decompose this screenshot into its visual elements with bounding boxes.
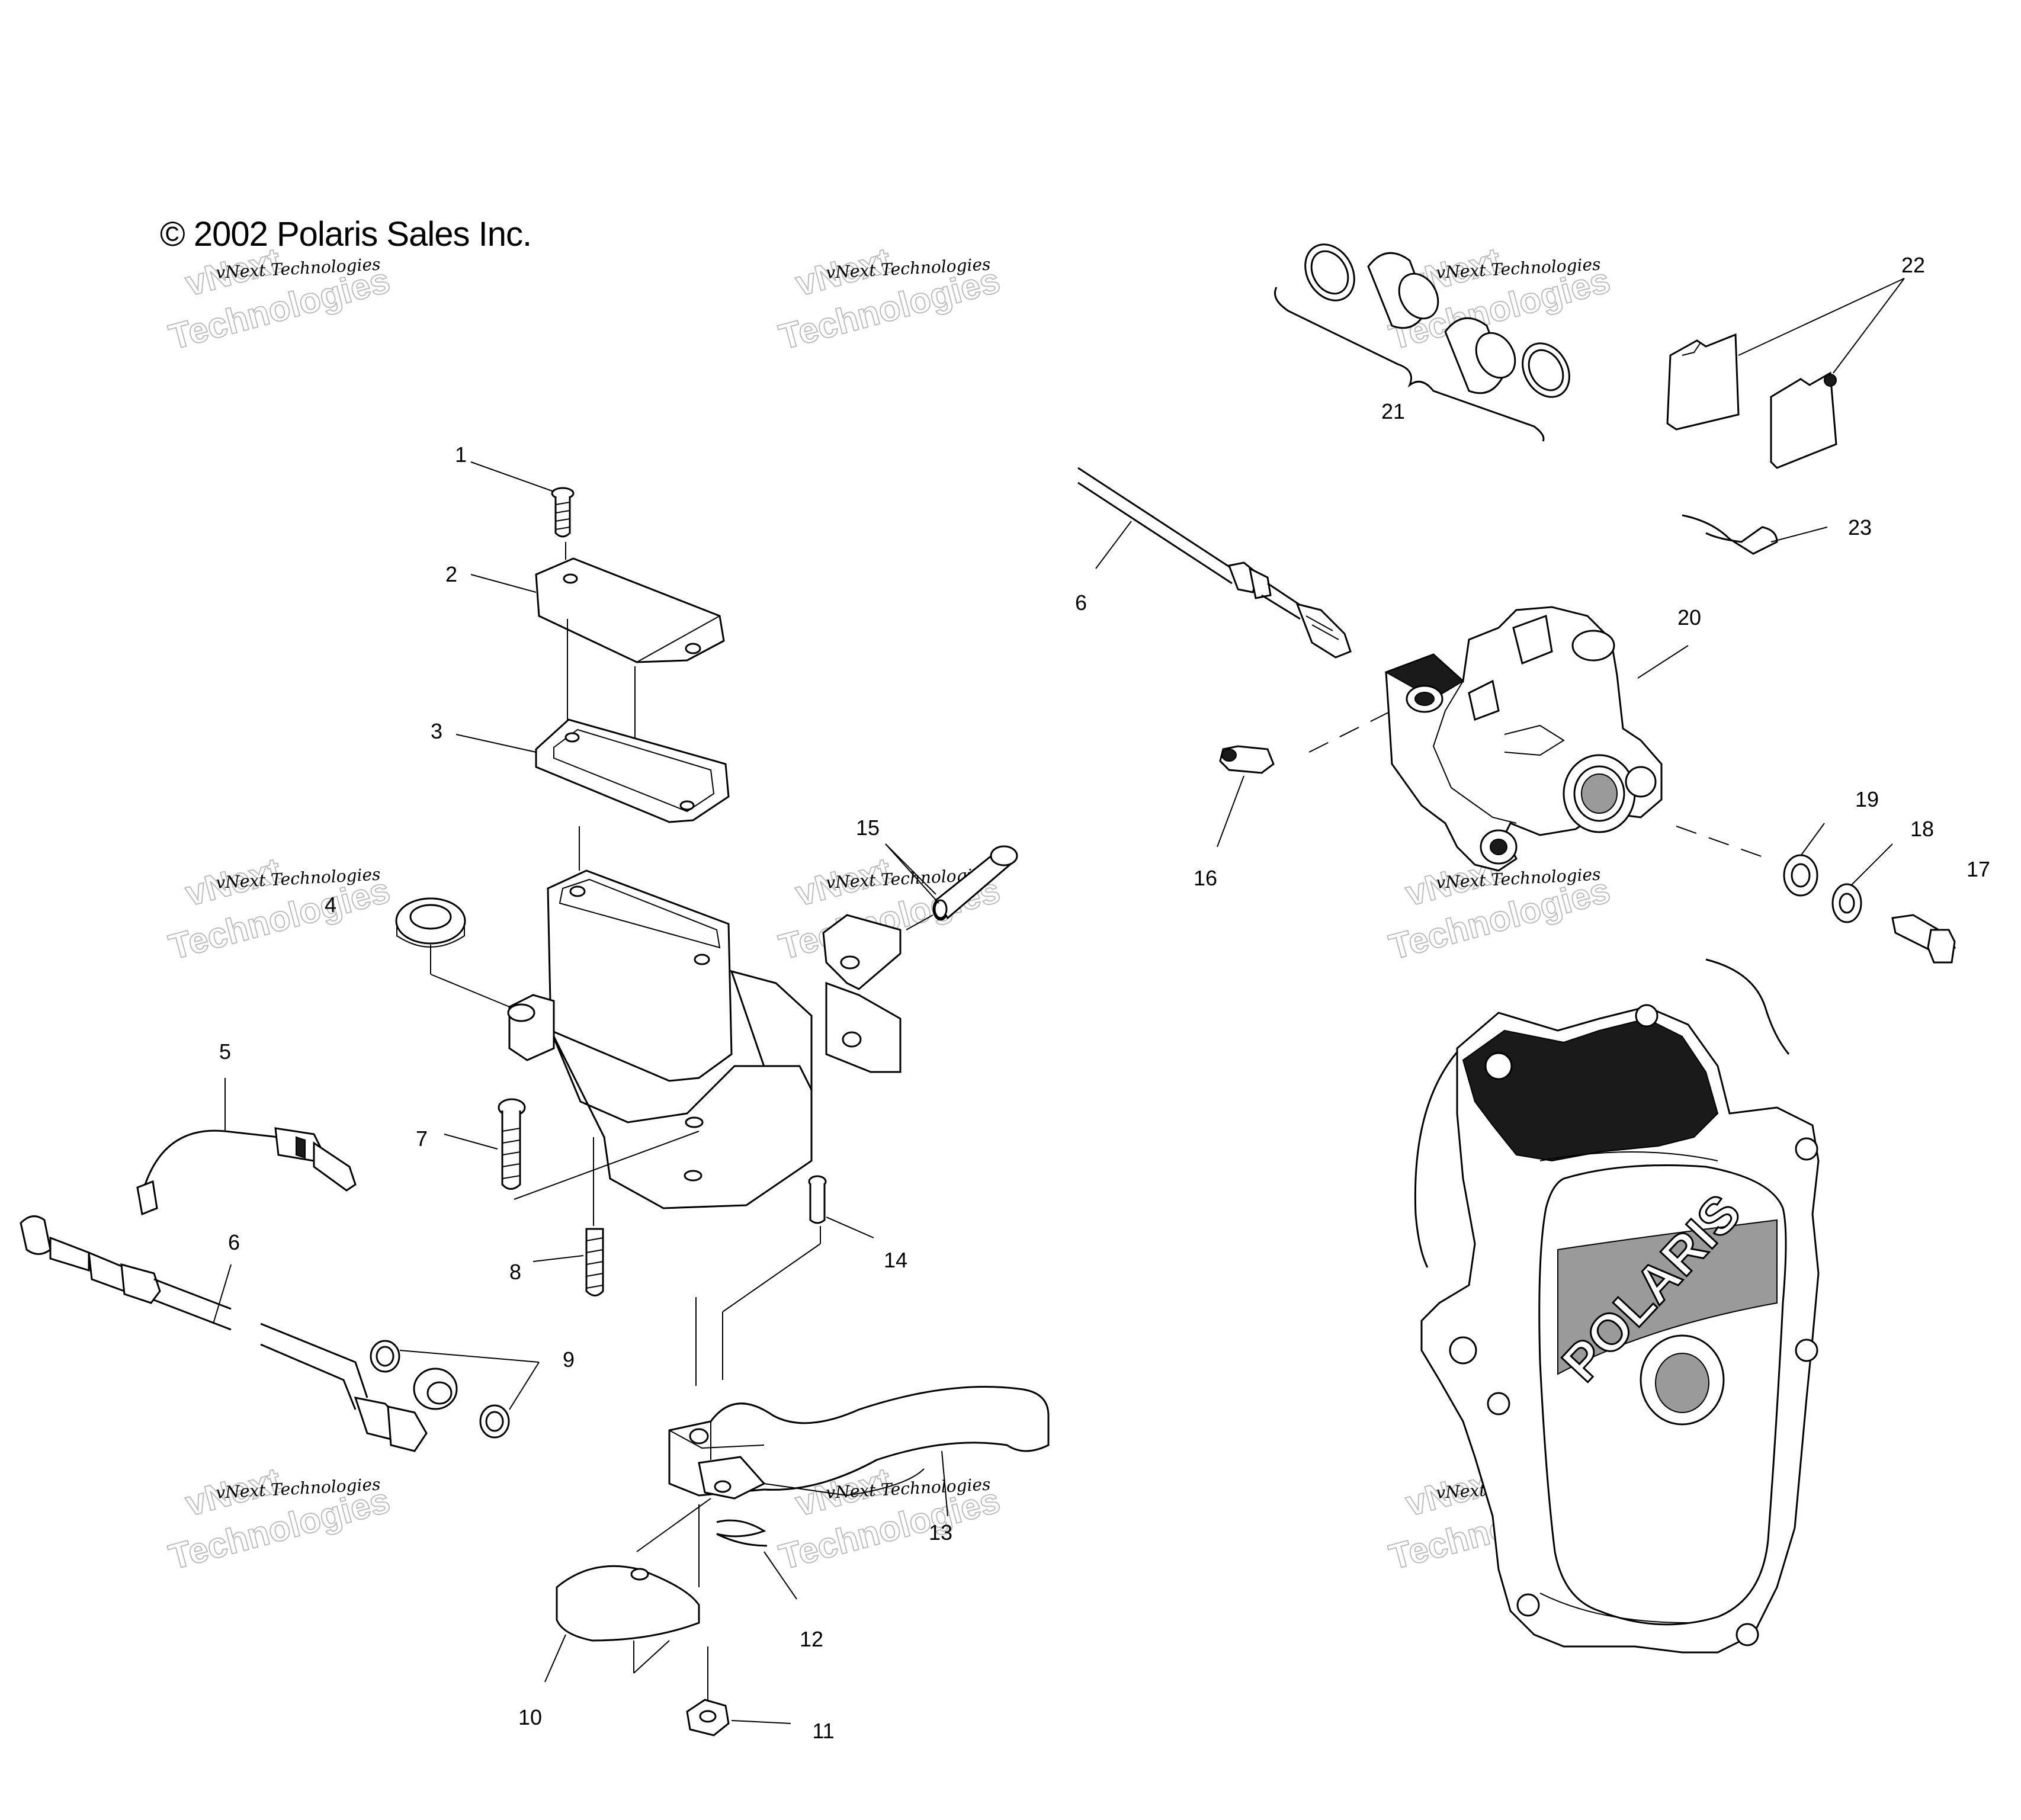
watermark-7: vNext Technologies bbox=[164, 1460, 394, 1578]
callout-17: 17 bbox=[1967, 857, 1990, 881]
part-4-seal bbox=[395, 897, 466, 948]
part-23-clip bbox=[1682, 514, 1778, 555]
leader-lines bbox=[213, 461, 1893, 1724]
part-6-brake-line-right bbox=[1077, 467, 1352, 659]
part-3-gasket bbox=[535, 718, 730, 823]
part-15-screws bbox=[932, 845, 1018, 921]
callout-13: 13 bbox=[929, 1520, 952, 1545]
callout-22: 22 bbox=[1901, 253, 1925, 277]
callout-21: 21 bbox=[1381, 399, 1405, 423]
part-13-lever bbox=[668, 1386, 1050, 1500]
part-16-bleeder bbox=[1219, 745, 1275, 774]
part-14-pin bbox=[808, 1175, 827, 1224]
part-18-washer bbox=[1831, 883, 1862, 923]
callout-8: 8 bbox=[509, 1260, 521, 1284]
copyright-notice: © 2002 Polaris Sales Inc. bbox=[160, 215, 532, 253]
callout-2: 2 bbox=[445, 562, 457, 586]
part-22-pads bbox=[1666, 333, 1837, 469]
part-15-clamp bbox=[822, 914, 902, 1073]
part-19-washer bbox=[1783, 854, 1818, 897]
part-8-setscrew bbox=[585, 1228, 604, 1296]
chaincase-cover: POLARIS bbox=[1420, 1004, 1820, 1654]
callout-20: 20 bbox=[1677, 605, 1701, 630]
part-21-pistons-seals bbox=[1274, 243, 1570, 442]
part-11-nut bbox=[686, 1699, 730, 1736]
part-12-spring bbox=[716, 1519, 768, 1547]
callout-9: 9 bbox=[563, 1347, 575, 1372]
part-2-cover bbox=[535, 557, 725, 663]
callout-23: 23 bbox=[1848, 515, 1872, 540]
callout-3: 3 bbox=[431, 719, 442, 743]
part-20-caliper bbox=[1384, 606, 1663, 872]
part-5-switch bbox=[136, 1127, 357, 1216]
part-7-screw bbox=[498, 1098, 526, 1190]
callout-19: 19 bbox=[1855, 787, 1879, 811]
callout-labels: 1 2 3 4 5 6 6 7 8 9 10 11 12 13 14 15 16… bbox=[219, 253, 1990, 1743]
callout-4: 4 bbox=[325, 893, 336, 917]
callout-16: 16 bbox=[1194, 866, 1217, 890]
callout-15: 15 bbox=[856, 816, 880, 840]
callout-1: 1 bbox=[455, 442, 467, 467]
watermark-4: vNext Technologies bbox=[164, 850, 394, 968]
part-10-adjuster bbox=[556, 1565, 700, 1642]
callout-10: 10 bbox=[518, 1705, 542, 1729]
part-9-washers bbox=[370, 1340, 510, 1439]
watermark-2: vNext Technologies bbox=[774, 240, 1005, 358]
master-cylinder-body bbox=[507, 869, 813, 1209]
callout-7: 7 bbox=[416, 1126, 428, 1151]
callout-14: 14 bbox=[884, 1248, 907, 1272]
part-6-brake-line-left bbox=[20, 1215, 458, 1452]
watermark-1: vNext Technologies bbox=[164, 240, 394, 358]
callout-12: 12 bbox=[800, 1627, 823, 1651]
callout-18: 18 bbox=[1910, 817, 1934, 841]
part-1-screw bbox=[551, 487, 575, 538]
callout-5: 5 bbox=[219, 1039, 231, 1064]
callout-6-right: 6 bbox=[1075, 590, 1087, 615]
part-17-bolt bbox=[1891, 914, 1956, 964]
callout-6-left: 6 bbox=[228, 1230, 240, 1254]
callout-11: 11 bbox=[812, 1719, 834, 1743]
